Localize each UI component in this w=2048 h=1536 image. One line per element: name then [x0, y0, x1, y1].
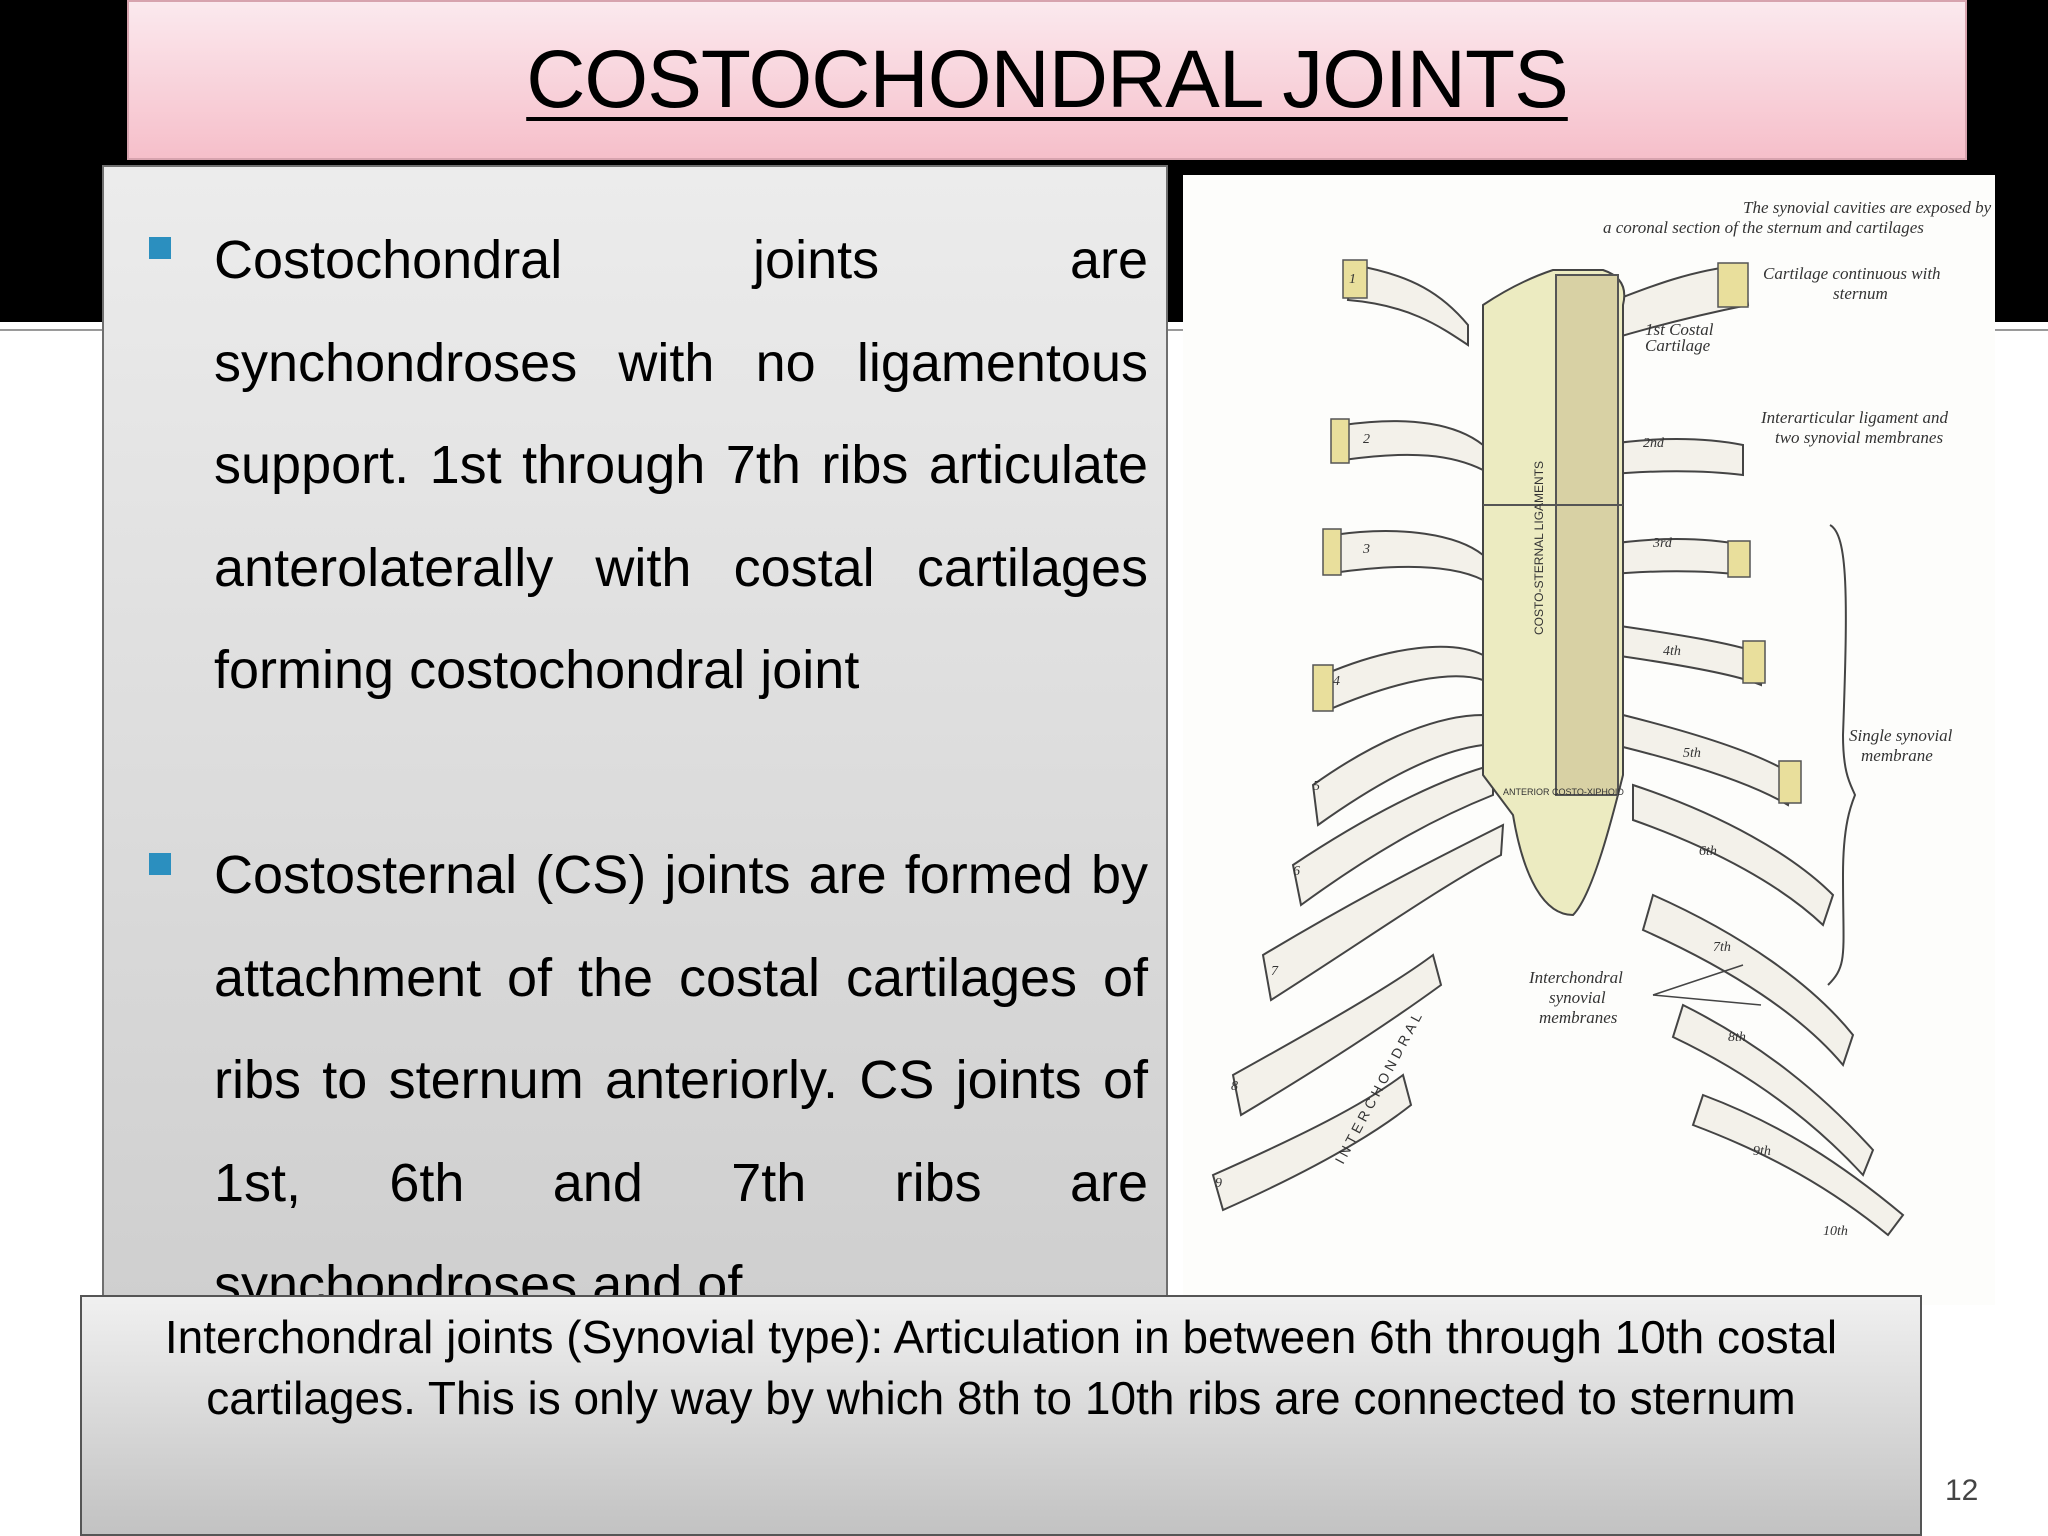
bullet-text-2: Costosternal (CS) joints are formed by a… [214, 845, 1148, 1315]
label-interarticular-1: Interarticular ligament and [1760, 408, 1948, 427]
label-interchondral-1: Interchondral [1528, 968, 1623, 987]
right-rib-2 [1602, 438, 1744, 477]
right-rib-number-6: 6th [1699, 844, 1717, 859]
label-costosternal-ligaments: COSTO-STERNAL LIGAMENTS [1532, 461, 1546, 635]
label-cartilage-continuous-1: Cartilage continuous with [1763, 264, 1941, 283]
label-cartilage-continuous-2: sternum [1833, 284, 1888, 303]
left-rib-number-9: 9 [1215, 1176, 1222, 1191]
left-rib-number-4: 4 [1333, 674, 1340, 689]
left-rib-7 [1261, 823, 1505, 1002]
left-rib-number-1: 1 [1349, 272, 1356, 287]
title-banner: COSTOCHONDRAL JOINTS [127, 0, 1967, 160]
right-rib-9 [1691, 1093, 1905, 1237]
label-first-costal-2: Cartilage [1645, 336, 1711, 355]
right-rib-number-3: 3rd [1652, 536, 1673, 551]
left-rib-number-5: 5 [1313, 779, 1320, 794]
right-rib-number-8: 8th [1728, 1030, 1746, 1045]
page-number: 12 [1945, 1474, 1979, 1507]
rib-cage-illustration: The synovial cavities are exposed by a c… [1183, 175, 1995, 1305]
right-rib-number-2: 2nd [1643, 436, 1665, 451]
right-rib-6 [1632, 783, 1835, 927]
label-synovial-cavities-1: The synovial cavities are exposed by [1743, 198, 1992, 217]
left-rib-number-3: 3 [1362, 542, 1370, 557]
right-rib-number-10: 10th [1823, 1224, 1848, 1239]
bullet-marker-1 [149, 237, 171, 259]
left-rib-4 [1321, 645, 1484, 712]
interchondral-callout: Interchondral joints (Synovial type): Ar… [80, 1295, 1922, 1536]
label-synovial-cavities-2: a coronal section of the sternum and car… [1603, 218, 1924, 237]
left-rib-number-2: 2 [1363, 432, 1370, 447]
label-interarticular-2: two synovial membranes [1775, 428, 1943, 447]
label-anterior-costoxiphoid: ANTERIOR COSTO-XIPHOID [1503, 787, 1624, 797]
left-rib-number-7: 7 [1271, 964, 1279, 979]
bullet-text-1: Costochondral joints are synchondroses w… [214, 230, 1148, 700]
bullet-marker-2 [149, 853, 171, 875]
left-rib-8 [1231, 953, 1443, 1117]
label-interchondral-2: synovial [1549, 988, 1606, 1007]
label-first-costal-1: 1st Costal [1645, 320, 1714, 339]
right-rib-number-9: 9th [1753, 1144, 1771, 1159]
right-rib-7 [1641, 893, 1855, 1068]
left-rib-3 [1332, 530, 1484, 582]
left-rib-number-8: 8 [1231, 1079, 1238, 1094]
right-rib-8 [1671, 1003, 1875, 1177]
right-rib-number-4: 4th [1663, 644, 1681, 659]
right-rib-5 [1622, 713, 1795, 807]
left-rib-1 [1346, 263, 1469, 347]
slide-title: COSTOCHONDRAL JOINTS [526, 34, 1569, 125]
left-rib-9 [1211, 1073, 1413, 1212]
sternum-section [1555, 274, 1619, 796]
right-rib-4 [1612, 623, 1765, 687]
right-rib-number-5: 5th [1683, 746, 1701, 761]
label-single-synovial-2: membrane [1861, 746, 1933, 765]
label-interchondral-3: membranes [1539, 1008, 1618, 1027]
left-rib-number-6: 6 [1293, 864, 1300, 879]
label-single-synovial-1: Single synovial [1849, 726, 1953, 745]
right-rib-number-7: 7th [1713, 940, 1731, 955]
